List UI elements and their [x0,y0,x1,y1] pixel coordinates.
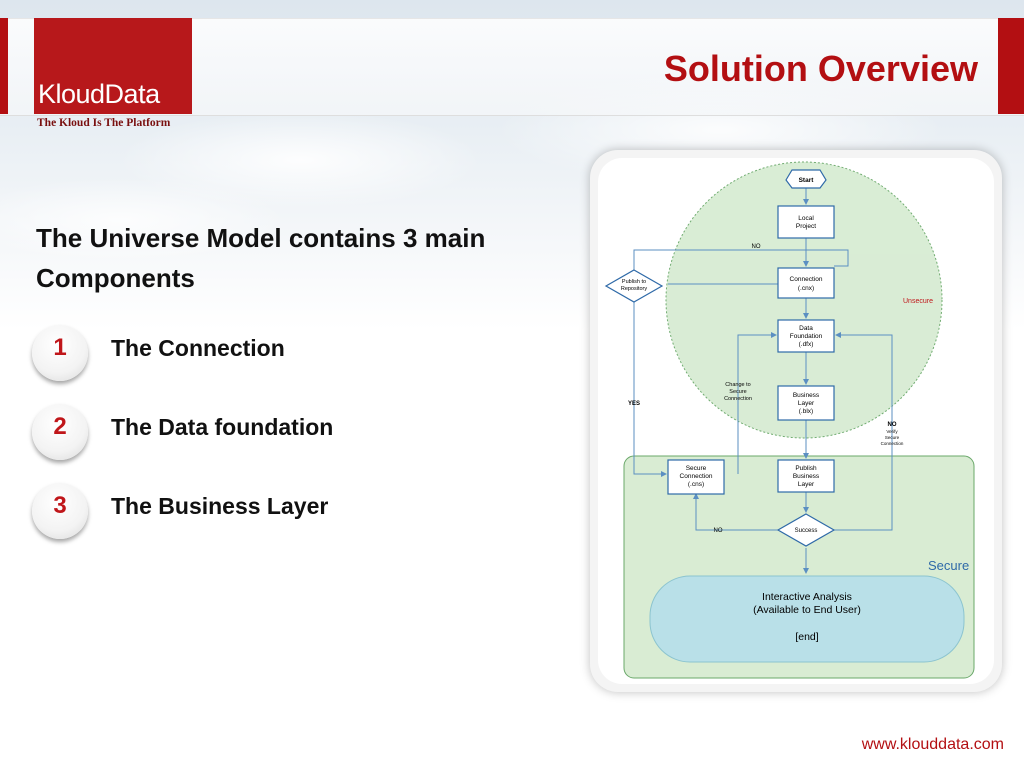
unsecure-label: Unsecure [903,298,933,305]
slide-title: Solution Overview [663,48,978,89]
svg-text:Connection: Connection [790,276,823,283]
unsecure-region [665,161,943,439]
svg-text:Publish: Publish [795,465,817,472]
connection-node [777,267,835,299]
svg-text:Connection: Connection [881,441,904,446]
svg-text:Connection: Connection [724,396,752,402]
number-badge: 1 [32,325,88,381]
svg-text:Foundation: Foundation [790,333,823,340]
footer-url: www.klouddata.com [861,736,1004,753]
flowchart-svg: Unsecure Secure Start [604,161,975,679]
list-item: 3 The Business Layer [32,483,432,543]
svg-text:Secure: Secure [686,465,707,472]
secure-label: Secure [928,558,969,573]
svg-text:Success: Success [795,528,818,534]
slide-heading: The Universe Model contains 3 main Compo… [36,223,486,293]
svg-text:(Available to End User): (Available to End User) [753,604,861,616]
business-layer-node [777,385,835,421]
list-item-label: The Business Layer [111,493,329,519]
publish-repository-node [604,269,664,303]
svg-text:(.dfx): (.dfx) [799,341,814,348]
svg-text:[end]: [end] [795,631,818,643]
flowchart: Unsecure Secure Start [598,158,994,684]
svg-text:Secure: Secure [729,389,746,395]
svg-text:Repository: Repository [621,286,648,292]
svg-text:Business: Business [793,392,820,399]
svg-text:(.blx): (.blx) [799,408,813,415]
svg-text:(.cns): (.cns) [688,481,704,488]
list-item-label: The Connection [111,335,285,361]
list-item: 1 The Connection [32,325,432,385]
svg-text:Interactive Analysis: Interactive Analysis [762,591,852,603]
yes-label: YES [628,401,640,407]
svg-text:NO: NO [888,422,897,428]
no-label: NO [752,244,761,250]
svg-text:Start: Start [799,177,815,184]
svg-text:Publish to: Publish to [622,279,646,285]
flowchart-frame: Unsecure Secure Start [590,150,1002,692]
success-node [776,513,836,547]
number-badge: 3 [32,483,88,539]
svg-text:Change to: Change to [725,382,750,388]
svg-text:Layer: Layer [798,481,815,488]
start-node [785,169,827,189]
svg-text:Data: Data [799,325,813,332]
accent-bar-left [0,18,8,114]
svg-text:Secure: Secure [885,435,900,440]
svg-text:Connection: Connection [680,473,713,480]
accent-bar-right [998,18,1024,114]
logo-text: KloudData [38,79,160,109]
publish-business-layer-node [777,459,835,493]
data-foundation-node [777,319,835,353]
svg-text:Business: Business [793,473,820,480]
no-label: NO [714,528,723,534]
svg-text:Local: Local [798,215,814,222]
list-item-label: The Data foundation [111,414,334,440]
brand-logo: KloudData [34,18,192,114]
svg-text:Project: Project [796,223,816,230]
number-badge: 2 [32,404,88,460]
svg-text:Layer: Layer [798,400,815,407]
interactive-analysis-node [649,575,965,663]
svg-text:Verify: Verify [886,429,898,434]
local-project-node [777,205,835,239]
list-item: 2 The Data foundation [32,404,432,464]
svg-text:(.cnx): (.cnx) [798,285,814,292]
secure-connection-node [667,459,725,495]
brand-tagline: The Kloud Is The Platform [37,117,171,129]
